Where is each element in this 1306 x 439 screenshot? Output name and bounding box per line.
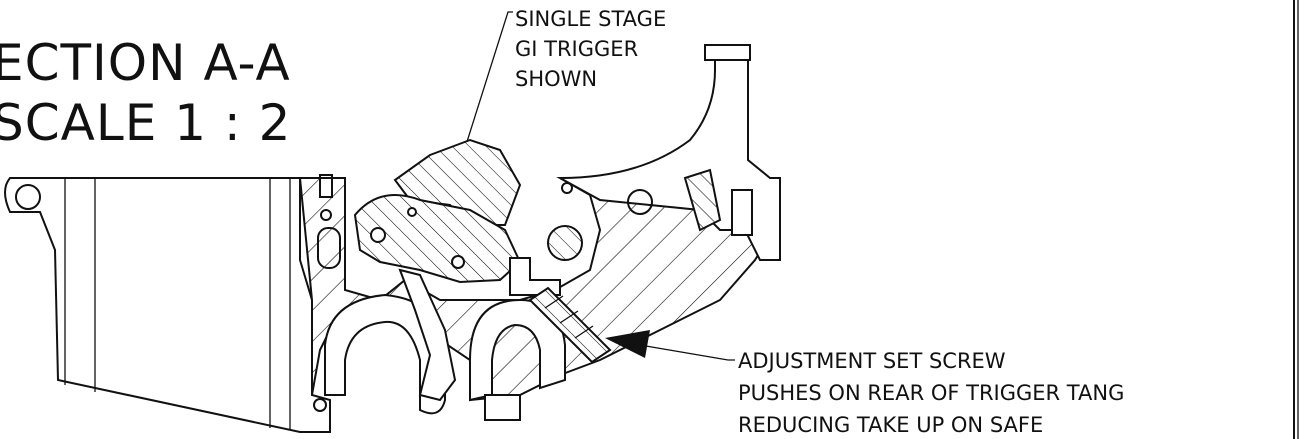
selector-detent-hole [561,182,573,194]
takedown-pin-detent [704,44,751,61]
set-screw-body [528,286,612,364]
buffer-retainer-hole [627,189,653,215]
rear-lug [683,168,722,232]
disconnector-pin [407,207,417,217]
trigger-guard-front-hole [313,398,327,412]
section-title-line-1: ECTION A-A [0,34,291,92]
rear-lug-block [731,189,753,236]
bolt-catch-slot [319,174,333,198]
hammer-pin [370,227,386,243]
trigger-note-line-1: SINGLE STAGE [515,7,666,31]
trigger-guard-rear-tab [484,394,521,421]
section-title-line-2: SCALE 1 : 2 [0,94,291,152]
screw-leader-arrowhead [605,330,650,358]
pivot-pin-lug-hole [15,184,41,210]
lower-receiver [4,44,781,433]
grip-slot [317,227,341,269]
trigger-note-line-3: SHOWN [515,67,597,91]
screw-callout: ADJUSTMENT SET SCREW PUSHES ON REAR OF T… [605,330,1124,437]
trigger-blade [398,268,457,402]
buffer-tower [559,47,781,261]
screw-note-line-1: ADJUSTMENT SET SCREW [738,349,1006,373]
screw-leader-line [639,344,735,361]
trigger-callout: SINGLE STAGE GI TRIGGER SHOWN [461,7,666,156]
safety-selector [547,225,583,261]
set-screw-thread-2 [559,310,579,324]
receiver-front-body [4,177,331,433]
screw-note-line-3: REDUCING TAKE UP ON SAFE [738,413,1043,437]
adjustment-set-screw [528,286,612,364]
trigger-assembly [317,138,753,402]
trigger-tang [509,257,561,296]
trigger-guard-front-loop [324,293,446,415]
trigger-body [353,194,522,284]
set-screw-thread-1 [544,295,564,309]
trigger-pin [451,255,465,269]
set-screw-thread-3 [574,325,594,339]
trigger-leader-line [464,11,513,149]
bolt-catch-hole [320,209,332,221]
trigger-guard-rear-loop [469,298,566,402]
trigger-note-line-2: GI TRIGGER [515,37,638,61]
screw-note-line-2: PUSHES ON REAR OF TRIGGER TANG [738,381,1124,405]
